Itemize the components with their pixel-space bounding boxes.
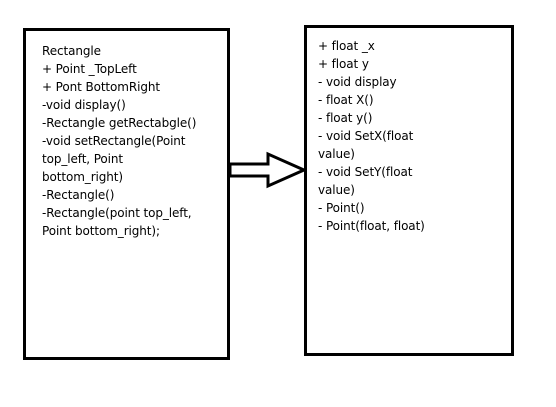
member-bottomright: + Pont BottomRight	[42, 80, 160, 94]
member-float-x: + float _x	[318, 39, 375, 53]
method-set-y-line-2: value)	[318, 183, 355, 197]
constructor-default: -Rectangle()	[42, 188, 115, 202]
method-set-rectangle-line-3: bottom_right)	[42, 170, 123, 184]
method-set-x-line-2: value)	[318, 147, 355, 161]
class-name-rectangle: Rectangle	[42, 44, 101, 58]
member-float-y: + float y	[318, 57, 369, 71]
method-set-x-line-1: - void SetX(float	[318, 129, 414, 143]
member-topleft: + Point _TopLeft	[42, 62, 137, 76]
hollow-right-arrow	[228, 151, 308, 189]
method-display: - void display	[318, 75, 397, 89]
constructor-params-line-2: Point bottom_right);	[42, 224, 160, 238]
method-get-y: - float y()	[318, 111, 373, 125]
point-class-box: + float _x + float y - void display - fl…	[304, 25, 514, 356]
method-get-x: - float X()	[318, 93, 374, 107]
method-get-rectangle: -Rectangle getRectabgle()	[42, 116, 197, 130]
constructor-params-line-1: -Rectangle(point top_left,	[42, 206, 192, 220]
constructor-params: - Point(float, float)	[318, 219, 425, 233]
method-set-rectangle-line-1: -void setRectangle(Point	[42, 134, 186, 148]
constructor-default: - Point()	[318, 201, 365, 215]
rectangle-class-box: Rectangle + Point _TopLeft + Pont Bottom…	[23, 28, 230, 360]
method-set-y-line-1: - void SetY(float	[318, 165, 413, 179]
method-display: -void display()	[42, 98, 126, 112]
method-set-rectangle-line-2: top_left, Point	[42, 152, 124, 166]
